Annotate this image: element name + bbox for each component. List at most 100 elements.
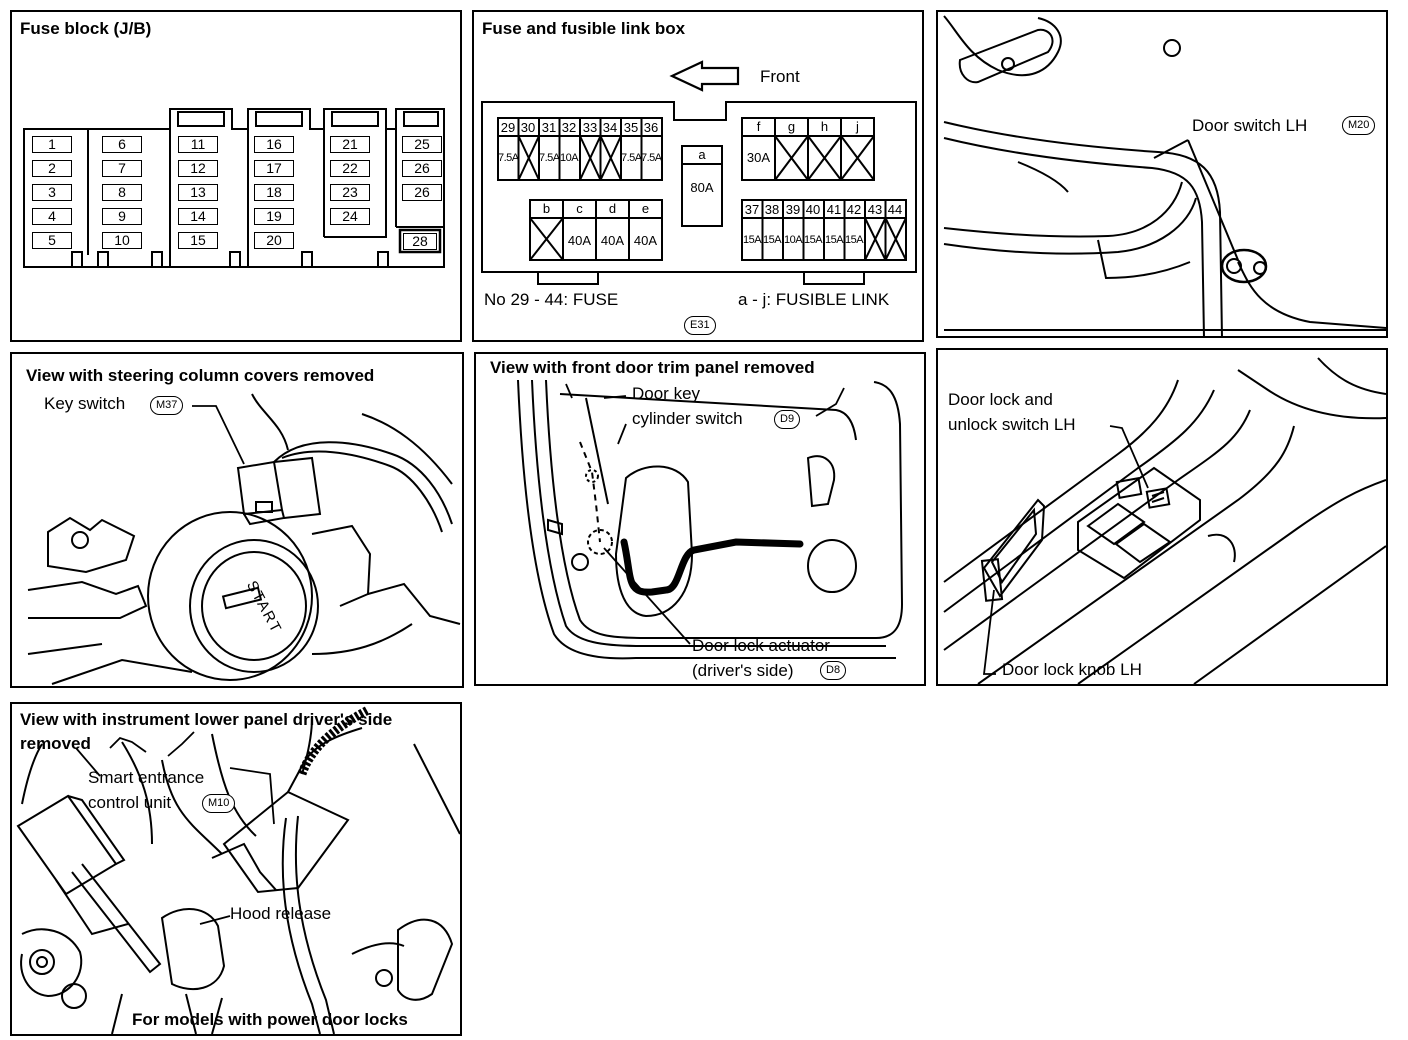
instrument-panel: View with instrument lower panel driver'… — [10, 702, 462, 1036]
fuse-32-amp: 10A — [559, 152, 579, 164]
fuse-38-amp: 15A — [762, 234, 782, 246]
fuse-22: 22 — [330, 160, 370, 177]
fuse-15: 15 — [178, 232, 218, 249]
fuse-32-label: 32 — [561, 120, 577, 135]
connector-m20: M20 — [1342, 116, 1376, 135]
fuse-29-label: 29 — [500, 120, 516, 135]
fuse-9: 9 — [102, 208, 142, 225]
connector-m37: M37 — [150, 396, 184, 415]
fuse-18: 18 — [254, 184, 294, 201]
fuse-31-label: 31 — [541, 120, 557, 135]
fuse-24: 24 — [330, 208, 370, 225]
key-switch-leader — [192, 405, 245, 465]
fuse-44-label: 44 — [887, 202, 903, 217]
fuse-42-label: 42 — [846, 202, 862, 217]
fuse-40-amp: 15A — [803, 234, 823, 246]
fuse-42-amp: 15A — [844, 234, 864, 246]
fuse-caption: No 29 - 44: FUSE — [484, 290, 619, 309]
fuse-38-label: 38 — [764, 202, 780, 217]
smart-entrance-label-2: control unit — [88, 793, 172, 812]
fusible-link-box-title: Fuse and fusible link box — [482, 19, 686, 38]
fuse-7: 7 — [102, 160, 142, 177]
fuse-34-label: 34 — [602, 120, 618, 135]
door-lock-switch-panel: Door lock and unlock switch LH Door lock… — [936, 348, 1388, 686]
fuse-11: 11 — [178, 136, 218, 153]
instrument-panel-illustration — [16, 706, 460, 1034]
door-key-cylinder-label-2: cylinder switch — [632, 409, 743, 428]
fuse-13: 13 — [178, 184, 218, 201]
link-h-label: h — [820, 119, 829, 134]
key-switch-icon — [238, 462, 284, 522]
link-a-amp: 80A — [690, 180, 714, 195]
link-c-amp: 40A — [567, 233, 592, 248]
fuse-23: 23 — [330, 184, 370, 201]
door-trim-illustration — [517, 379, 904, 660]
link-j-label: j — [856, 119, 859, 134]
door-switch-illustration — [943, 15, 1386, 336]
connector-d8: D8 — [820, 661, 847, 680]
fuse-35-amp: 7.5A — [621, 152, 642, 164]
link-e-label: e — [641, 201, 650, 216]
door-lock-actuator-label-1: Door lock actuator — [692, 636, 830, 655]
door-lock-knob-label: Door lock knob LH — [1002, 660, 1142, 679]
key-switch-title: View with steering column covers removed — [26, 366, 375, 385]
fuse-6: 6 — [102, 136, 142, 153]
connector-d9: D9 — [774, 410, 801, 429]
fuse-37-amp: 15A — [742, 234, 762, 246]
door-lock-switch-icon — [1116, 476, 1172, 510]
fuse-35-label: 35 — [623, 120, 639, 135]
link-b-label: b — [542, 201, 551, 216]
link-f-amp: 30A — [746, 150, 771, 165]
fuse-41-label: 41 — [826, 202, 842, 217]
link-g-label: g — [787, 119, 796, 134]
key-switch-label: Key switch — [44, 394, 126, 413]
door-lock-switch-label-2: unlock switch LH — [948, 415, 1076, 434]
door-lock-switch-illustration — [943, 357, 1386, 684]
fuse-37-label: 37 — [744, 202, 760, 217]
hood-release-label: Hood release — [230, 904, 332, 923]
fusible-link-box-panel: Fuse and fusible link box Front 29 30 31… — [472, 10, 924, 342]
door-trim-title: View with front door trim panel removed — [490, 358, 815, 377]
fuse-28: 28 — [403, 233, 437, 250]
connector-e31: E31 — [684, 316, 716, 335]
fuse-29-amp: 7.5A — [498, 152, 519, 164]
fuse-33-label: 33 — [582, 120, 598, 135]
fuse-19: 19 — [254, 208, 294, 225]
key-switch-panel: View with steering column covers removed… — [10, 352, 464, 688]
door-switch-panel: Door switch LH M20 — [936, 10, 1388, 338]
link-c-label: c — [576, 201, 583, 216]
fuse-26b: 26 — [402, 184, 442, 201]
fuse-21: 21 — [330, 136, 370, 153]
door-lock-actuator-label-2: (driver's side) — [692, 661, 794, 680]
link-d-label: d — [608, 201, 617, 216]
fuse-1: 1 — [32, 136, 72, 153]
fuse-41-amp: 15A — [824, 234, 844, 246]
fuse-2: 2 — [32, 160, 72, 177]
fuse-14: 14 — [178, 208, 218, 225]
fuse-30-label: 30 — [520, 120, 536, 135]
door-switch-label: Door switch LH — [1192, 116, 1308, 135]
connector-m10: M10 — [202, 794, 236, 813]
door-switch-icon — [1222, 250, 1266, 282]
fuse-36-amp: 7.5A — [641, 152, 662, 164]
fuse-43-label: 43 — [867, 202, 883, 217]
link-e-amp: 40A — [633, 233, 658, 248]
fusible-link-box-outline — [481, 60, 917, 285]
fuse-5: 5 — [32, 232, 72, 249]
fuse-20: 20 — [254, 232, 294, 249]
fuse-39-label: 39 — [785, 202, 801, 217]
fuse-12: 12 — [178, 160, 218, 177]
fuse-4: 4 — [32, 208, 72, 225]
instrument-panel-title-2: removed — [20, 734, 91, 753]
fuse-39-amp: 10A — [783, 234, 803, 246]
fuse-36-label: 36 — [643, 120, 659, 135]
link-d-amp: 40A — [600, 233, 625, 248]
fuse-25: 25 — [402, 136, 442, 153]
front-label: Front — [760, 67, 800, 86]
fuse-3: 3 — [32, 184, 72, 201]
door-trim-panel: View with front door trim panel removed … — [474, 352, 926, 686]
fuse-31-amp: 7.5A — [539, 152, 560, 164]
power-door-locks-note: For models with power door locks — [132, 1010, 408, 1029]
smart-entrance-label-1: Smart entrance — [88, 768, 205, 787]
smart-entrance-unit-icon — [18, 796, 124, 894]
